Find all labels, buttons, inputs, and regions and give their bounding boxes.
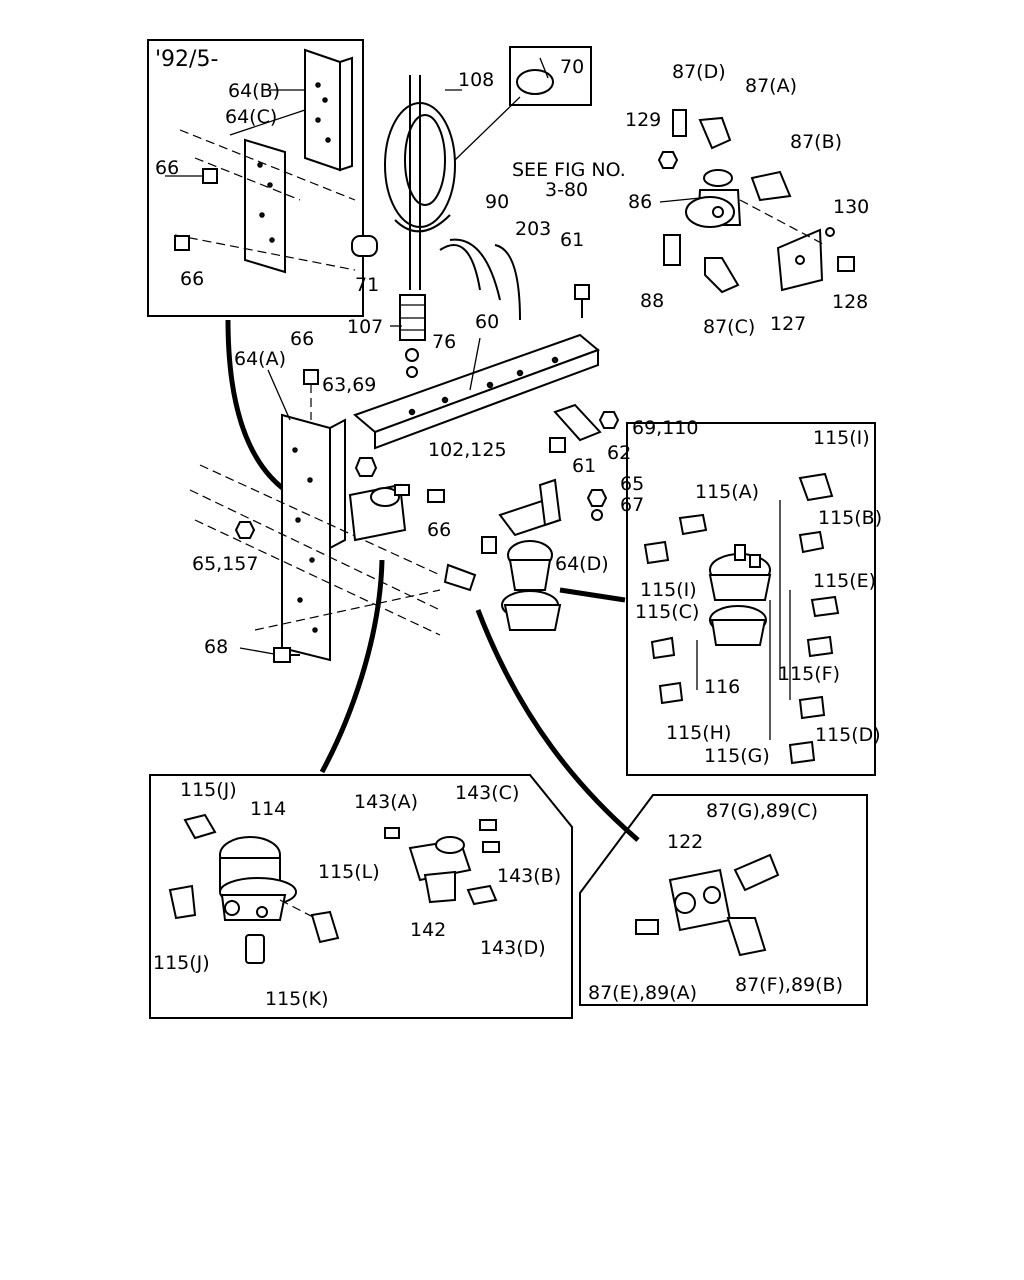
label-143b: 143(B) [497, 865, 561, 887]
label-115f: 115(F) [778, 663, 840, 685]
label-115c: 115(C) [635, 601, 699, 623]
label-115j-top: 115(J) [180, 779, 237, 801]
label-67: 67 [620, 494, 644, 516]
label-87d: 87(D) [672, 61, 726, 83]
label-70: 70 [560, 56, 584, 78]
label-87c: 87(C) [703, 316, 755, 338]
label-108: 108 [458, 69, 494, 91]
label-66-inset-bottom: 66 [180, 268, 204, 290]
label-102-125: 102,125 [428, 439, 507, 461]
label-66-main: 66 [290, 328, 314, 350]
label-115b: 115(B) [818, 507, 882, 529]
label-115a: 115(A) [695, 481, 759, 503]
label-62: 62 [607, 442, 631, 464]
label-86: 86 [628, 191, 652, 213]
label-87a: 87(A) [745, 75, 797, 97]
label-115e: 115(E) [813, 570, 876, 592]
label-127: 127 [770, 313, 806, 335]
label-115g: 115(G) [704, 745, 770, 767]
valve-114-142-panel: 115(J) 114 115(J) 115(K) 115(L) 142 143(… [149, 774, 573, 1019]
label-115d: 115(D) [815, 724, 881, 746]
label-76: 76 [432, 331, 456, 353]
valve-122-panel: 122 87(G),89(C) 87(E),89(A) 87(F),89(B) [579, 794, 868, 1006]
label-64a: 64(A) [234, 348, 286, 370]
inset-date-label: '92/5- [155, 47, 218, 72]
label-115i-top: 115(I) [813, 427, 870, 449]
center-assembly: 70 108 SEE FIG NO. 3-80 90 203 71 107 76 [189, 46, 698, 842]
label-60: 60 [475, 311, 499, 333]
label-64d: 64(D) [555, 553, 609, 575]
label-115l: 115(L) [318, 861, 380, 883]
label-128: 128 [832, 291, 868, 313]
label-88: 88 [640, 290, 664, 312]
label-61-bottom: 61 [572, 455, 596, 477]
label-107: 107 [347, 316, 383, 338]
label-115k: 115(K) [265, 988, 329, 1010]
label-115h: 115(H) [666, 722, 731, 744]
label-66-inset-top: 66 [155, 157, 179, 179]
label-68: 68 [204, 636, 228, 658]
valve-86-group: 87(D) 87(A) 129 87(B) 86 127 130 128 88 … [625, 61, 869, 338]
label-90: 90 [485, 191, 509, 213]
valve-116-panel: 115(I) 115(A) 115(B) 115(I) 115(E) 115(C… [626, 422, 882, 776]
label-71: 71 [355, 274, 379, 296]
label-203: 203 [515, 218, 551, 240]
label-87b: 87(B) [790, 131, 842, 153]
label-129: 129 [625, 109, 661, 131]
label-130: 130 [833, 196, 869, 218]
label-61-top: 61 [560, 229, 584, 251]
label-87e-89a: 87(E),89(A) [588, 982, 697, 1004]
label-115i-mid: 115(I) [640, 579, 697, 601]
label-64b: 64(B) [228, 80, 280, 102]
label-114: 114 [250, 798, 286, 820]
see-fig-note-line2: 3-80 [545, 179, 588, 201]
label-142: 142 [410, 919, 446, 941]
label-143c: 143(C) [455, 782, 519, 804]
label-143a: 143(A) [354, 791, 418, 813]
inset-92-5-panel: '92/5- 64(B) 64(C) 66 66 [147, 39, 364, 317]
label-65-157: 65,157 [192, 553, 258, 575]
label-66-lower: 66 [427, 519, 451, 541]
label-69-110: 69,110 [632, 417, 698, 439]
see-fig-note-line1: SEE FIG NO. [512, 159, 626, 181]
label-122: 122 [667, 831, 703, 853]
label-87g-89c: 87(G),89(C) [706, 800, 818, 822]
label-64c: 64(C) [225, 106, 277, 128]
label-143d: 143(D) [480, 937, 546, 959]
label-116: 116 [704, 676, 740, 698]
label-65: 65 [620, 473, 644, 495]
label-87f-89b: 87(F),89(B) [735, 974, 843, 996]
label-115j-bottom: 115(J) [153, 952, 210, 974]
label-63-69: 63,69 [322, 374, 376, 396]
